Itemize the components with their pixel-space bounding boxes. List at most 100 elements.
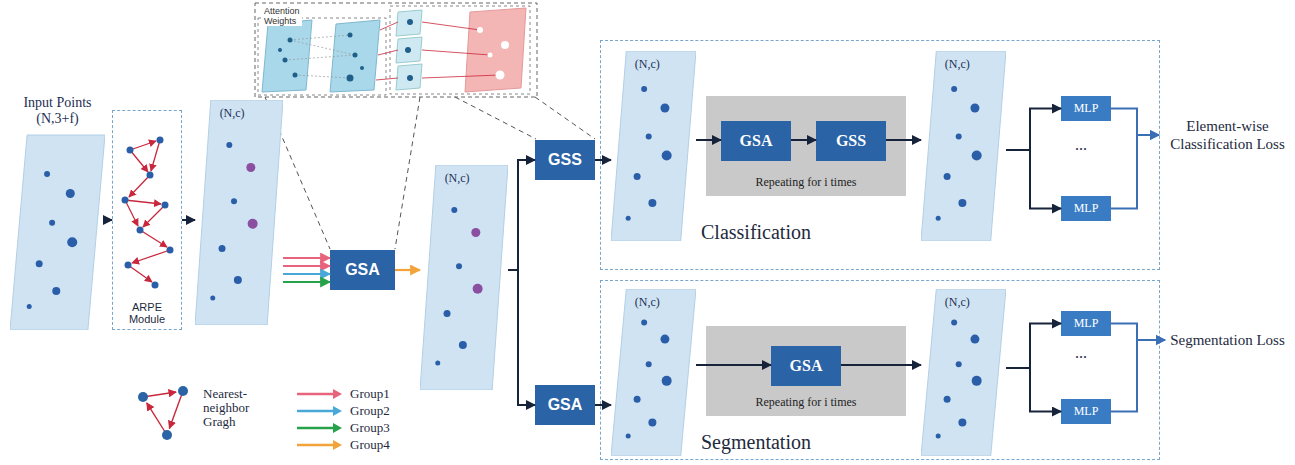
panel-shape <box>611 289 696 456</box>
node-label: (N,c) <box>445 171 470 186</box>
legend-entry: Group4 <box>295 438 390 452</box>
node-label: Repeating for i times <box>756 175 857 190</box>
panel-shape <box>10 95 105 330</box>
flow-arrow <box>841 364 921 366</box>
mlp-box: MLP <box>1061 196 1111 221</box>
annotation: Attention Weights <box>262 6 302 26</box>
process-box: GSA <box>535 385 595 425</box>
legend-swatch <box>295 421 343 435</box>
node-label: Segmentation Loss <box>1170 331 1285 349</box>
repeat-box: Repeating for i times GSA GSS <box>706 96 906 196</box>
flow-arrow <box>508 270 535 405</box>
process-box: GSA <box>771 346 841 386</box>
ellipsis: ... <box>1073 136 1089 154</box>
legend-entry: Group3 <box>295 421 390 435</box>
node-label: (N,c) <box>945 57 970 72</box>
legend-swatch <box>295 438 343 452</box>
legend-swatch <box>295 404 343 418</box>
loss-output: Segmentation Loss <box>1165 325 1290 355</box>
attention-inset <box>255 3 537 97</box>
legend-label: Group4 <box>350 438 390 452</box>
legend-label: Group1 <box>350 387 390 401</box>
flow-arrow <box>283 281 330 283</box>
mlp-box: MLP <box>1061 311 1111 336</box>
panel-shape <box>195 100 283 325</box>
panel-shape <box>921 51 1006 241</box>
panel-shape <box>420 165 508 390</box>
node-label: ARPE Module <box>113 301 181 325</box>
legend-entry: Group2 <box>295 404 390 418</box>
branch-box: Segmentation (N,c) Repeating for i times GS… <box>600 280 1160 460</box>
panel-shape <box>611 51 696 241</box>
node-label: Classification <box>701 221 811 244</box>
flow-arrow <box>595 404 611 406</box>
flow-arrow <box>696 364 771 366</box>
node-label: Segmentation <box>701 431 811 454</box>
node-label: Element-wise Classification Loss <box>1159 117 1295 153</box>
node-label: MLP <box>1074 404 1099 419</box>
legend-label: Group2 <box>350 404 390 418</box>
node-label: GSA <box>345 261 380 279</box>
legend-entry: Nearest-neighbor Gragh <box>135 385 265 429</box>
loss-output: Element-wise Classification Loss <box>1159 110 1295 160</box>
node-label: GSS <box>548 151 582 169</box>
flow-arrow <box>595 159 611 161</box>
node-label: (N,c) <box>220 106 245 121</box>
panel-shape <box>921 289 1006 456</box>
flow-arrow <box>791 139 816 141</box>
arpe-points <box>122 137 174 289</box>
flow-arrow <box>1006 109 1061 151</box>
node-label: Repeating for i times <box>756 395 857 410</box>
flow-arrow <box>696 139 721 141</box>
repeat-box: Repeating for i times GSA <box>706 326 906 416</box>
node-label: GSS <box>836 132 866 150</box>
graph-icon <box>135 385 193 443</box>
legend-label: Nearest-neighbor Gragh <box>203 385 265 429</box>
input-panel: Input Points (N,3+f) <box>10 95 105 330</box>
node-label: GSA <box>790 357 823 375</box>
flow-arrow <box>182 219 195 221</box>
mlp-box: MLP <box>1061 399 1111 424</box>
branch-box: Classification (N,c) Repeating for i times… <box>600 40 1160 270</box>
feature-panel: (N,c) <box>611 51 696 241</box>
flow-arrow <box>1111 324 1165 341</box>
flow-arrow <box>1006 150 1061 209</box>
leader-lines <box>265 97 595 249</box>
process-box: GSS <box>816 121 886 161</box>
flow-arrow <box>886 139 921 141</box>
arpe-graph <box>125 140 170 282</box>
legend-entry: Group1 <box>295 387 390 401</box>
flow-arrow <box>1006 368 1061 412</box>
node-label: Input Points (N,3+f) <box>10 95 105 127</box>
node-label: MLP <box>1074 101 1099 116</box>
flow-arrow <box>1111 135 1159 209</box>
feature-panel: (N,c) <box>195 100 283 325</box>
flow-arrow <box>283 257 330 259</box>
mlp-box: MLP <box>1061 96 1111 121</box>
module-box: ARPE Module <box>112 110 182 330</box>
node-label: MLP <box>1074 201 1099 216</box>
legend-label: Group3 <box>350 421 390 435</box>
flow-arrow <box>508 160 535 270</box>
flow-arrow <box>1111 109 1159 136</box>
legend-swatch <box>295 387 343 401</box>
feature-panel: (N,c) <box>420 165 508 390</box>
node-label: (N,c) <box>635 295 660 310</box>
flow-arrow <box>283 265 330 267</box>
process-box: GSS <box>535 140 595 180</box>
ellipsis: ... <box>1073 344 1089 362</box>
process-box: GSA <box>330 250 395 290</box>
flow-arrow <box>1006 324 1061 369</box>
flow-arrow <box>1111 340 1165 412</box>
feature-panel: (N,c) <box>921 289 1006 456</box>
feature-panel: (N,c) <box>611 289 696 456</box>
flow-arrow <box>283 273 330 275</box>
node-label: GSA <box>548 396 583 414</box>
node-label: (N,c) <box>635 57 660 72</box>
feature-panel: (N,c) <box>921 51 1006 241</box>
node-label: GSA <box>740 132 773 150</box>
process-box: GSA <box>721 121 791 161</box>
flow-arrow <box>395 269 420 271</box>
node-label: (N,c) <box>945 295 970 310</box>
flow-arrow <box>105 219 112 221</box>
